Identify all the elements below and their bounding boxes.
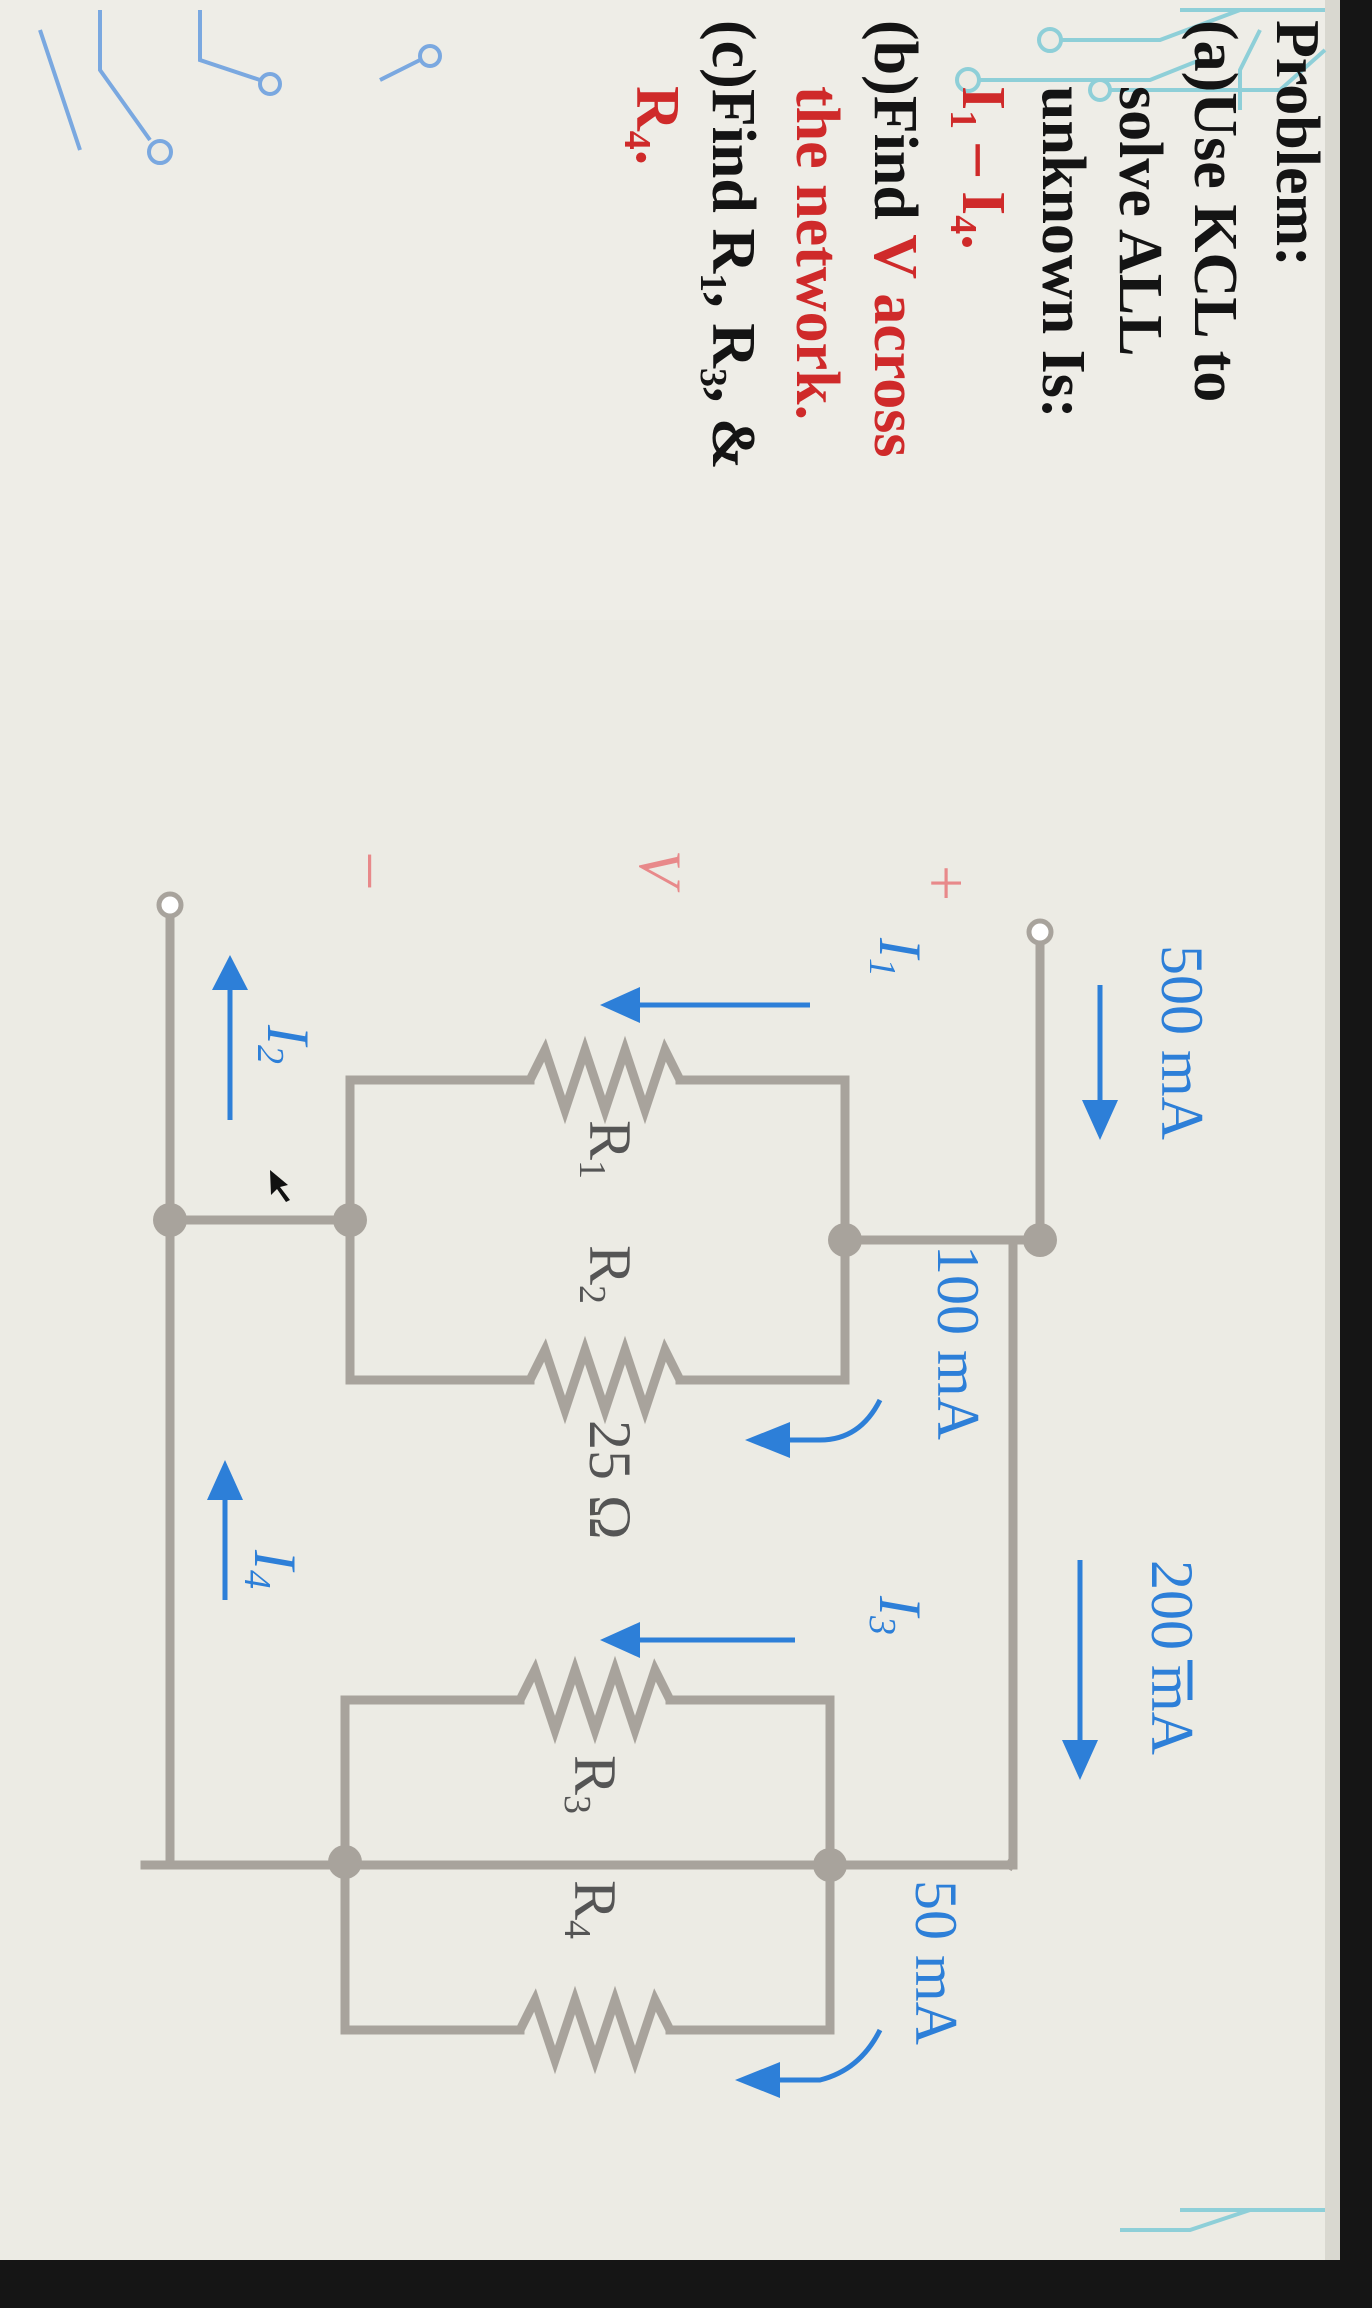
label-plus: + xyxy=(911,865,982,901)
resistor-r1 xyxy=(525,1035,685,1125)
label-i1: I1 xyxy=(861,937,933,977)
circuit-wires xyxy=(140,905,1045,2035)
label-r2: R2 xyxy=(571,1245,643,1304)
monitor-bezel-right xyxy=(1340,0,1372,2303)
mouse-cursor-icon xyxy=(270,1170,290,1202)
current-arrows xyxy=(207,955,1193,2098)
label-minus: – xyxy=(341,854,412,888)
circuit-diagram: 500 mA 200 mA 100 mA 50 mA I1 I2 I3 I4 R… xyxy=(140,850,1215,2098)
part-c-line1: (c)Find R1, R3, & xyxy=(692,20,767,470)
circuit-labels: 500 mA 200 mA 100 mA 50 mA I1 I2 I3 I4 R… xyxy=(236,850,1215,2045)
monitor-bezel-bottom xyxy=(0,2260,1372,2303)
arrow-50ma-curve xyxy=(780,2028,883,2083)
decor-circuit-traces xyxy=(955,8,1327,2232)
part-a-line3: unknown Is: xyxy=(1029,86,1097,419)
label-r4: R4 xyxy=(556,1880,628,1939)
terminal-positive xyxy=(1026,918,1054,946)
label-v: V xyxy=(627,850,693,893)
resistor-r2 xyxy=(525,1335,685,1425)
text-panel xyxy=(0,0,1325,620)
part-a-line2: solve ALL xyxy=(1106,86,1174,356)
label-100ma: 100 mA xyxy=(925,1245,991,1440)
label-i4: I4 xyxy=(236,1549,308,1589)
resistor-r3 xyxy=(515,1655,675,1745)
label-500ma: 500 mA xyxy=(1149,945,1215,1140)
resistors xyxy=(515,1035,685,2075)
label-r2-value: 25 Ω xyxy=(577,1420,643,1540)
part-c-line2: R4. xyxy=(616,86,691,165)
part-a-line4: I1 – I4. xyxy=(942,86,1017,250)
slide-edge-band xyxy=(1325,0,1340,2260)
label-r3: R3 xyxy=(556,1755,628,1814)
resistor-r4 xyxy=(515,1985,675,2075)
decor-circuit-traces-blue xyxy=(38,10,442,165)
label-200ma: 200 mA xyxy=(1139,1560,1205,1755)
label-50ma: 50 mA xyxy=(903,1880,969,2045)
label-r1: R1 xyxy=(571,1120,643,1179)
part-b-line2: the network. xyxy=(783,86,851,420)
problem-text: Problem: (a)Use KCL to solve ALL unknown… xyxy=(616,20,1331,470)
problem-heading: Problem: xyxy=(1263,20,1331,267)
label-i2: I2 xyxy=(249,1024,321,1064)
terminal-negative xyxy=(156,891,184,919)
label-i3: I3 xyxy=(861,1595,933,1635)
junction-nodes xyxy=(153,1203,1057,1882)
arrow-100ma-curve xyxy=(790,1398,883,1443)
part-a-line1: (a)Use KCL to xyxy=(1181,20,1249,402)
part-b-line1: (b)Find V across xyxy=(861,20,929,458)
